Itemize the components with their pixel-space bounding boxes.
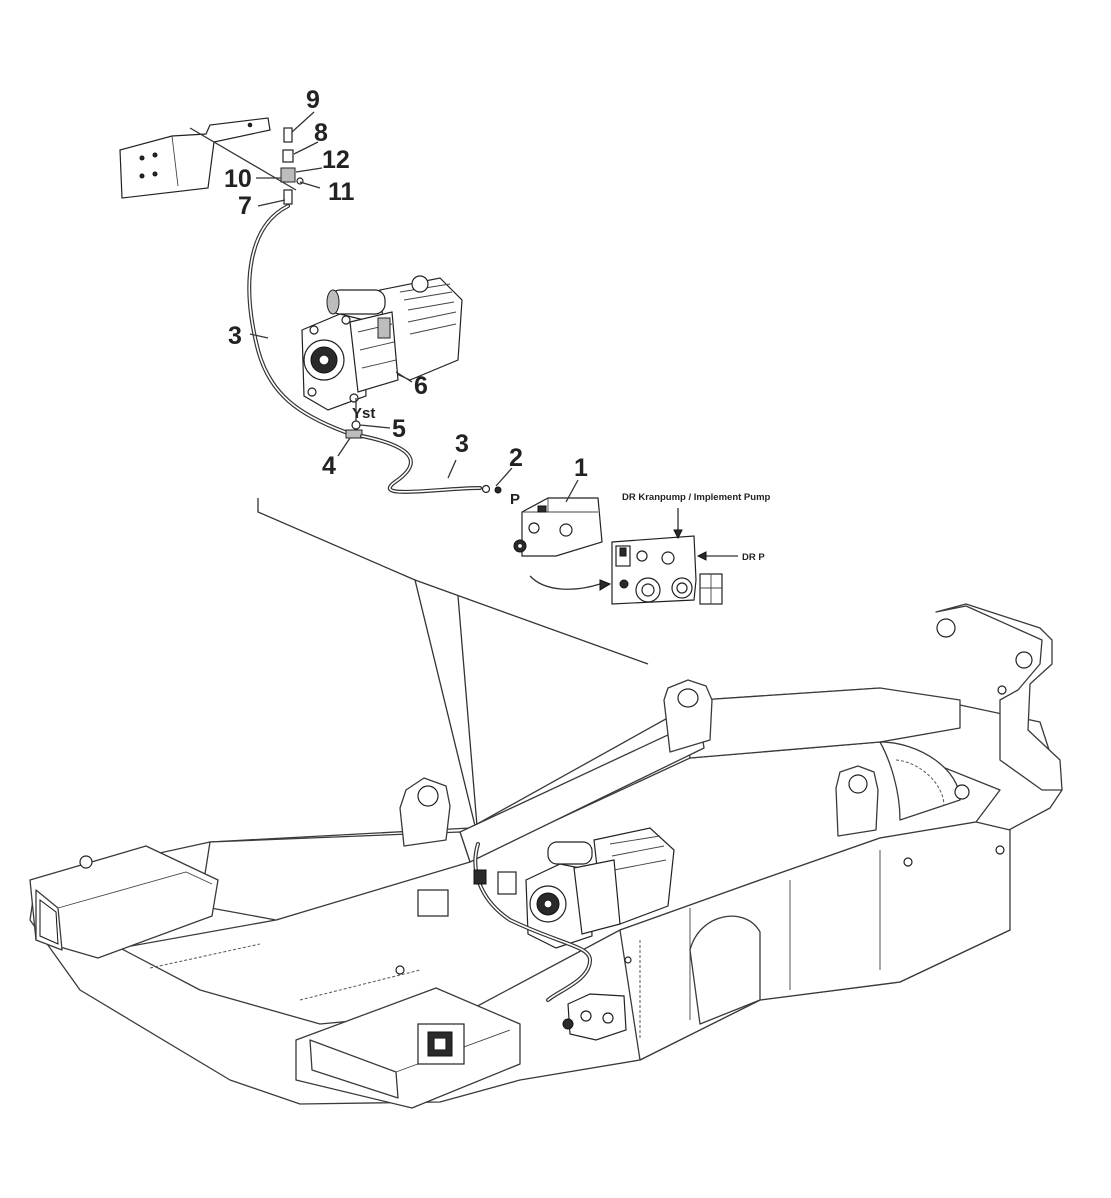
callout-3a: 3 <box>228 322 242 350</box>
callout-6: 6 <box>414 372 428 400</box>
tee-and-ports <box>337 398 391 457</box>
valve-schematic <box>611 508 738 605</box>
chassis-frame <box>29 603 1063 1109</box>
hose-3-upper <box>247 204 347 434</box>
callout-4: 4 <box>322 452 336 480</box>
callout-5: 5 <box>392 415 406 443</box>
upper-leaders <box>256 111 323 207</box>
detail-arrow <box>529 575 612 591</box>
callout-7: 7 <box>238 192 252 220</box>
label-dr-implement-pump: DR Kranpump / Implement Pump <box>622 492 771 503</box>
installed-pump <box>525 827 675 949</box>
indicator-lines <box>257 498 649 839</box>
mounting-bracket <box>119 117 271 199</box>
fitting-stack <box>189 127 304 205</box>
callout-labels: 9 8 12 10 11 7 3 6 5 4 3 2 1 <box>224 86 588 482</box>
port-label-p: P <box>510 491 520 508</box>
port-labels: Yst P DR Kranpump / Implement Pump DR P <box>352 405 771 563</box>
hydraulic-pump <box>301 275 463 411</box>
callout-2: 2 <box>509 444 523 472</box>
callout-8: 8 <box>314 119 328 147</box>
callout-11: 11 <box>328 178 355 206</box>
hose-3-lower <box>360 434 513 494</box>
callout-1: 1 <box>574 454 588 482</box>
label-dr-p: DR P <box>742 552 765 563</box>
callout-3b: 3 <box>455 430 469 458</box>
port-label-yst: Yst <box>352 405 375 422</box>
callout-12: 12 <box>322 146 350 174</box>
callout-9: 9 <box>306 86 320 114</box>
valve-block <box>513 479 603 557</box>
callout-10: 10 <box>224 165 252 193</box>
